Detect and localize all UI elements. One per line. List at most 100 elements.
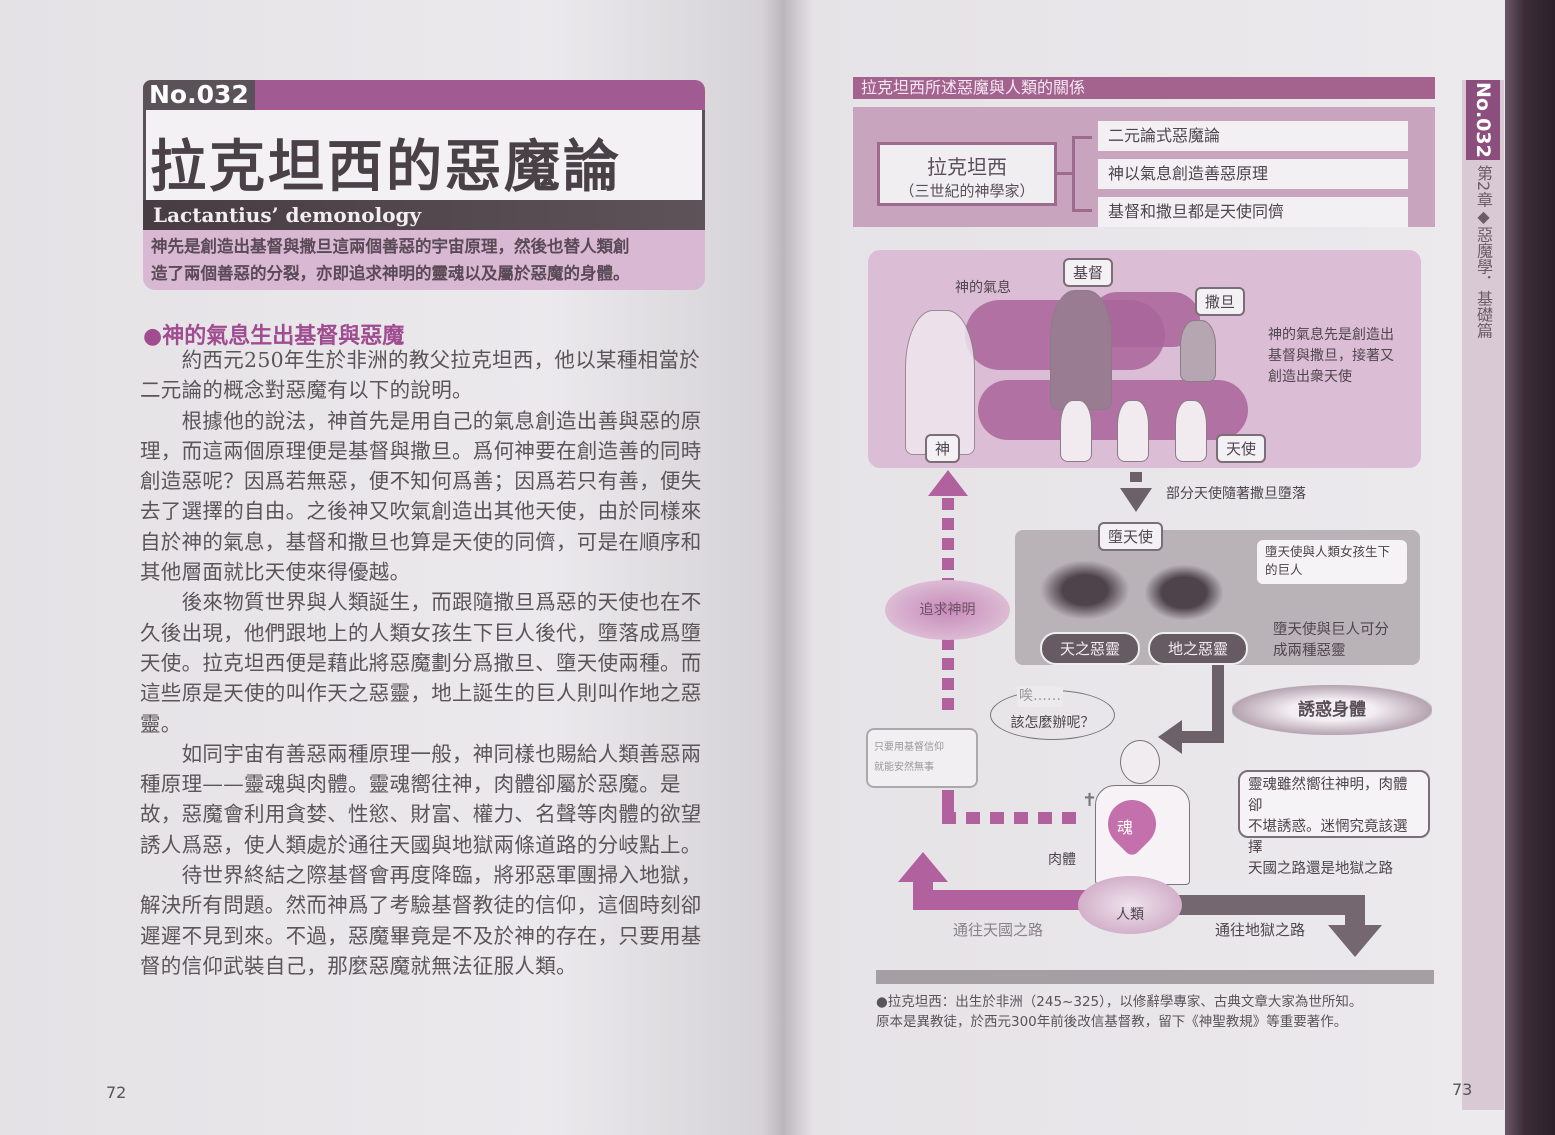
note-line: 就能安然無事 <box>874 762 934 773</box>
temptation-path <box>1212 665 1224 743</box>
temptation-burst: 誘惑身體 <box>1232 685 1432 735</box>
note-line: 墮天使與人類女孩生下 <box>1265 544 1391 559</box>
diagram-title: 拉克坦西所述惡魔與人類的關係 <box>853 77 1435 99</box>
speech-sigh: 唉…… <box>1017 686 1063 707</box>
human-head <box>1120 740 1160 784</box>
body-label: 肉體 <box>1048 852 1076 868</box>
point-item: 神以氣息創造善惡原理 <box>1098 159 1408 189</box>
body-line: 誘人爲惡，使人類處於通往天國與地獄兩條道路的分岐點上。 <box>140 832 702 857</box>
body-line: 其他層面就比天使來得優越。 <box>140 560 411 585</box>
note-line: 不堪誘惑。迷惘究竟該選擇 <box>1248 819 1408 856</box>
fall-arrow-dash <box>1130 472 1142 482</box>
satan-label: 撒旦 <box>1195 287 1246 316</box>
seek-god-bubble: 追求神明 <box>885 580 1010 640</box>
heaven-spirit-label: 天之惡靈 <box>1040 632 1141 665</box>
side-entry-number: No.032 <box>1466 80 1500 160</box>
body-line: 如同宇宙有善惡兩種原理一般，神同樣也賜給人類善惡兩 <box>140 741 702 766</box>
down-arrow-icon <box>1120 488 1152 512</box>
cross-icon: ✝ <box>1082 790 1098 811</box>
breath-label: 神的氣息 <box>955 280 1011 296</box>
body-line: 這些原是天使的叫作天之惡靈，地上誕生的巨人則叫作地之惡 <box>140 681 702 706</box>
note-line: 成兩種惡靈 <box>1273 643 1346 659</box>
body-text: 約西元250年生於非洲的教父拉克坦西，他以某種相當於二元論的概念對惡魔有以下的說… <box>140 345 740 981</box>
god-figure <box>905 310 975 455</box>
summary-box: 神先是創造出基督與撒旦這兩個善惡的宇宙原理，然後也替人類創 造了兩個善惡的分裂，… <box>143 230 705 290</box>
giants-note: 墮天使與人類女孩生下 的巨人 <box>1257 540 1407 584</box>
seek-path-dashed <box>942 812 1082 824</box>
faith-note: 只要用基督信仰 就能安然無事 <box>866 728 978 788</box>
two-spirits-note: 墮天使與巨人可分 成兩種惡靈 <box>1273 620 1389 662</box>
side-chapter-title: 第2章◆惡魔學．基礎篇 <box>1474 165 1493 339</box>
body-line: 自於神的氣息，基督和撒旦也算是天使的同儕，可是在順序和 <box>140 529 702 554</box>
note-line: 天國之路還是地獄之路 <box>1248 861 1393 877</box>
thumb-index-strip <box>1462 80 1504 1110</box>
body-line: 天使。拉克坦西便是藉此將惡魔劃分爲撒旦、墮天使兩種。而 <box>140 650 702 675</box>
fallen-angels-silhouettes <box>1040 560 1130 620</box>
earth-spirit-label: 地之惡靈 <box>1148 632 1249 665</box>
hell-road <box>1345 895 1365 925</box>
body-line: 待世界終結之際基督會再度降臨，將邪惡軍團掃入地獄， <box>140 863 702 888</box>
breath-cloud <box>978 380 1248 440</box>
bracket-connector <box>1072 136 1092 212</box>
person-box: 拉克坦西 （三世紀的神學家） <box>877 142 1057 206</box>
hell-road-label: 通往地獄之路 <box>1215 921 1306 939</box>
body-line: 久後出現，他們跟地上的人類女孩生下巨人後代，墮落成爲墮 <box>140 620 702 645</box>
left-arrow-icon <box>1158 720 1182 754</box>
body-line: 靈。 <box>140 711 182 736</box>
title-box <box>143 110 705 200</box>
up-arrow-icon <box>928 470 968 496</box>
person-note: （三世紀的神學家） <box>899 182 1035 200</box>
human-label: 人類 <box>1078 876 1182 934</box>
summary-line: 神先是創造出基督與撒旦這兩個善惡的宇宙原理，然後也替人類創 <box>151 237 630 256</box>
body-line: 後來物質世界與人類誕生，而跟隨撒旦爲惡的天使也在不 <box>140 590 702 615</box>
satan-figure <box>1180 320 1216 382</box>
person-name: 拉克坦西 <box>927 155 1007 179</box>
body-line: 二元論的概念對惡魔有以下的說明。 <box>140 378 473 403</box>
angels-label: 天使 <box>1216 434 1267 463</box>
note-line: 創造出衆天使 <box>1268 369 1352 385</box>
summary-line: 造了兩個善惡的分裂，亦即追求神明的靈魂以及屬於惡魔的身體。 <box>151 264 630 283</box>
note-line: 神的氣息先是創造出 <box>1268 327 1394 343</box>
note-line: 的巨人 <box>1265 562 1303 577</box>
entry-number: No.032 <box>143 80 255 110</box>
footnote-line: 原本是異教徒，於西元300年前後改信基督教，留下《神聖教規》等重要著作。 <box>876 1014 1348 1030</box>
body-line: 故，惡魔會利用貪婪、性慾、財富、權力、名聲等肉體的欲望 <box>140 802 702 827</box>
note-line: 只要用基督信仰 <box>874 742 944 753</box>
angel-figure <box>1117 400 1149 462</box>
fallen-angels-label: 墮天使 <box>1098 522 1164 551</box>
footnote: ●拉克坦西：出生於非洲（245~325），以修辭學專家、古典文章大家為世所知。 … <box>876 992 1362 1032</box>
body-line: 遲遲不見到來。不過，惡魔畢竟是不及於神的存在，只要用基 <box>140 923 702 948</box>
fall-note: 部分天使隨著撒旦墮落 <box>1166 486 1306 502</box>
note-line: 墮天使與巨人可分 <box>1273 622 1389 638</box>
hell-road <box>1170 895 1365 915</box>
heaven-road <box>913 880 933 910</box>
body-line: 種原理——靈魂與肉體。靈魂嚮往神，肉體卻屬於惡魔。是 <box>140 772 681 797</box>
connector-line <box>1057 172 1072 175</box>
god-label: 神 <box>925 434 961 463</box>
angel-figure <box>1175 400 1207 462</box>
giants-silhouettes <box>1145 565 1223 620</box>
heaven-road <box>913 890 1093 910</box>
section-heading: ●神的氣息生出基督與惡魔 <box>143 324 405 349</box>
body-line: 約西元250年生於非洲的教父拉克坦西，他以某種相當於 <box>140 348 701 372</box>
heaven-road-label: 通往天國之路 <box>953 921 1044 939</box>
soul-note: 靈魂雖然嚮往神明，肉體卻 不堪誘惑。迷惘究竟該選擇 天國之路還是地獄之路 <box>1238 770 1430 877</box>
soul-label: 魂 <box>1117 818 1134 837</box>
body-line: 去了選擇的自由。之後神又吹氣創造出其他天使，由於同樣來 <box>140 499 702 524</box>
page-number-left: 72 <box>106 1083 127 1102</box>
note-line: 靈魂雖然嚮往神明，肉體卻 <box>1248 777 1408 814</box>
christ-label: 基督 <box>1063 258 1114 287</box>
down-arrow-icon <box>1328 925 1382 957</box>
christ-figure <box>1050 290 1112 410</box>
footnote-line: ●拉克坦西：出生於非洲（245~325），以修辭學專家、古典文章大家為世所知。 <box>876 994 1363 1010</box>
footnote-bar <box>876 970 1434 984</box>
body-line: 解決所有問題。然而神爲了考驗基督教徒的信仰，這個時刻卻 <box>140 893 702 918</box>
creation-note: 神的氣息先是創造出 基督與撒旦，接著又 創造出衆天使 <box>1268 325 1394 388</box>
english-subtitle: Lactantius’ demonology <box>143 200 705 230</box>
angel-figure <box>1060 400 1092 462</box>
point-item: 基督和撒旦都是天使同儕 <box>1098 197 1408 227</box>
point-item: 二元論式惡魔論 <box>1098 121 1408 151</box>
up-arrow-icon <box>898 852 948 882</box>
book-edge <box>1505 0 1555 1135</box>
page-number-right: 73 <box>1452 1080 1473 1099</box>
